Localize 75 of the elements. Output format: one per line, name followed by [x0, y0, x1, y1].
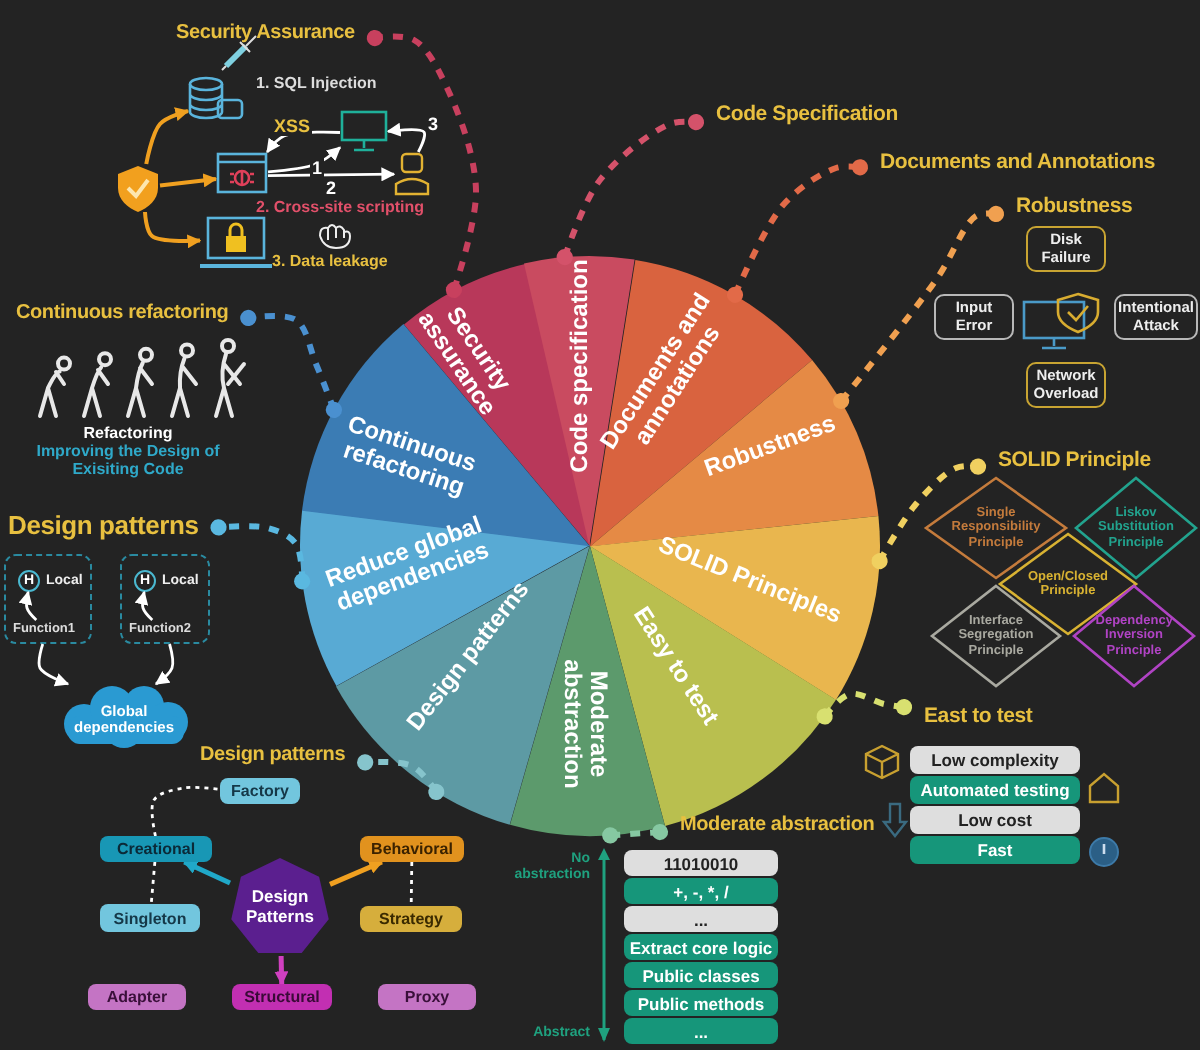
callout-heading: Documents and Annotations: [860, 146, 1156, 180]
callout-heading: SOLID Principle: [978, 444, 1151, 478]
pattern-tag: Creational: [100, 836, 212, 862]
annotation-text: 1. SQL Injection: [256, 74, 377, 93]
dashed-connector: [726, 159, 869, 303]
edge-label: 1: [310, 158, 325, 178]
dashed-connector: [833, 205, 1005, 410]
arrow: [329, 859, 384, 887]
feature-bar: Low cost: [910, 806, 1080, 834]
callout-heading: Robustness: [996, 190, 1133, 224]
callout-heading: Design patterns: [200, 740, 366, 772]
caption-text: Improving the Design of Exisiting Code: [34, 442, 222, 479]
arrow: [183, 859, 232, 886]
pattern-tag: Adapter: [88, 984, 186, 1010]
edge-label: 3: [426, 114, 441, 134]
feature-bar: Fast: [910, 836, 1080, 864]
pattern-tag: Behavioral: [360, 836, 464, 862]
pattern-tag: Strategy: [360, 906, 462, 932]
arrow: [266, 130, 341, 154]
dotted-line: [150, 786, 221, 837]
database-icon: [188, 76, 244, 120]
dashed-connector: [366, 29, 479, 299]
annotation-text: 2. Cross-site scripting: [256, 198, 425, 217]
callout-heading: Security Assurance: [176, 16, 375, 50]
pattern-tag: Proxy: [378, 984, 476, 1010]
abstraction-bar: 11010010: [624, 850, 778, 876]
edge-label: XSS: [272, 116, 313, 136]
callout-heading: East to test: [904, 700, 1033, 734]
segment-label: Moderate abstraction: [560, 657, 612, 793]
dashed-connector: [556, 114, 705, 266]
dotted-line: [409, 862, 414, 906]
pattern-heptagon: Design Patterns: [230, 856, 330, 956]
abstraction-bar: ...: [624, 1018, 778, 1044]
dashed-connector: [357, 754, 445, 800]
arrow: [18, 590, 38, 621]
dashed-connector: [210, 519, 311, 590]
dashed-connector: [240, 309, 343, 418]
abstraction-bar: +, -, *, /: [624, 878, 778, 904]
monitor-icon: [340, 110, 388, 152]
pattern-tag: Factory: [220, 778, 300, 804]
arrow: [134, 590, 154, 621]
feature-bar: Automated testing: [910, 776, 1080, 804]
dashed-connector: [816, 690, 913, 725]
arrow: [159, 173, 218, 188]
arrow: [144, 107, 190, 165]
arrow: [143, 211, 202, 249]
dashed-connector: [602, 823, 669, 844]
pattern-tag: Singleton: [100, 904, 200, 932]
dotted-line: [149, 861, 157, 905]
shield-icon: [116, 164, 160, 212]
dashed-connector: [871, 458, 987, 570]
callout-heading: Design patterns: [8, 506, 219, 546]
person-icon: [394, 152, 430, 196]
feature-bar: Low complexity: [910, 746, 1080, 774]
pattern-tag: Structural: [232, 984, 332, 1010]
arrow: [274, 955, 289, 986]
callout-heading: Moderate abstraction: [660, 808, 875, 842]
abstraction-bar: Extract core logic: [624, 934, 778, 960]
arrow: [268, 167, 396, 182]
annotation-text: 3. Data leakage: [272, 252, 388, 271]
edge-label: 2: [324, 178, 339, 198]
dashed-box: [120, 554, 210, 644]
arrow: [37, 643, 70, 687]
segment-label: Code specification: [567, 257, 593, 477]
callout-heading: Code Specification: [696, 98, 898, 132]
callout-heading: Continuous refactoring: [16, 296, 249, 330]
abstraction-bar: ...: [624, 906, 778, 932]
arrow: [386, 122, 426, 153]
abstraction-bar: Public classes: [624, 962, 778, 988]
laptop-lock-icon: [200, 216, 272, 272]
abstraction-bar: Public methods: [624, 990, 778, 1016]
arrow: [154, 643, 175, 686]
dashed-box: [4, 554, 92, 644]
arrow: [267, 146, 342, 174]
caption-text: Refactoring: [81, 424, 175, 443]
